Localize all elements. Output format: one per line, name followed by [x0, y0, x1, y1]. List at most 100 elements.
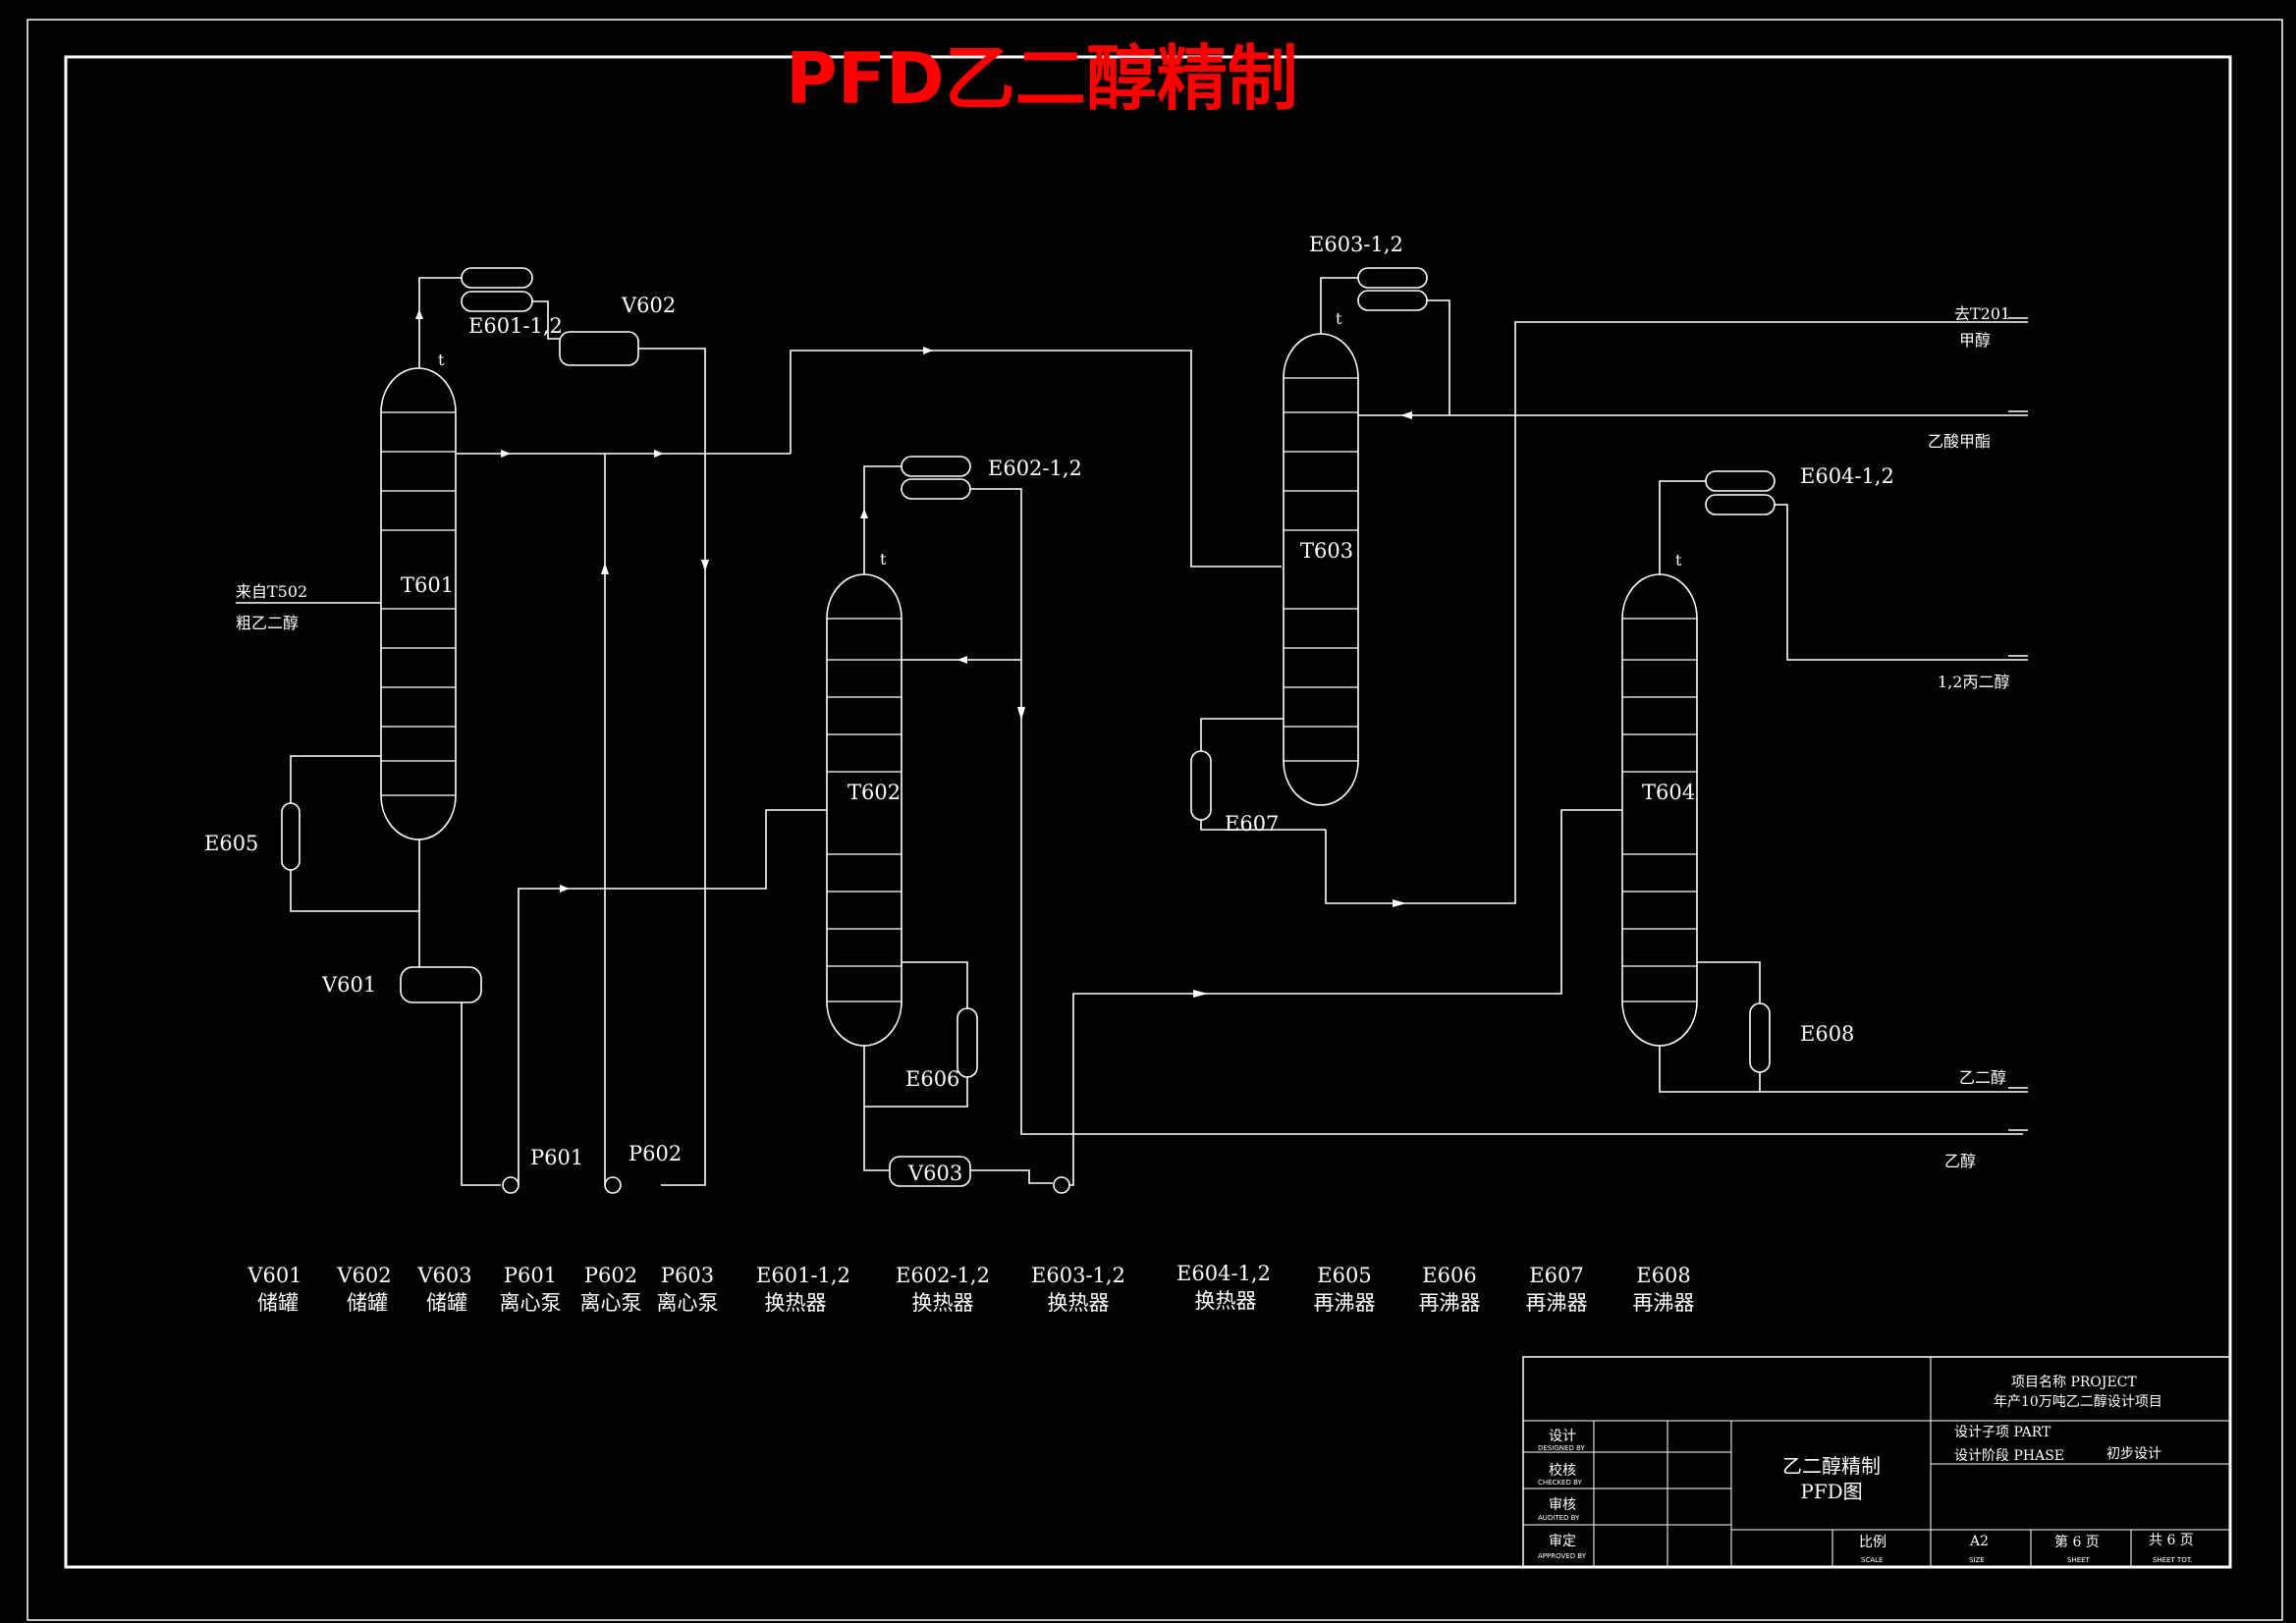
column-t604: [1621, 573, 1698, 1047]
svg-text:SCALE: SCALE: [1861, 1556, 1883, 1564]
total-value: 共 6 页: [2149, 1533, 2194, 1548]
svg-text:DESIGNED BY: DESIGNED BY: [1538, 1444, 1585, 1452]
scale-label: 比例: [1859, 1535, 1886, 1550]
svg-text:离心泵: 离心泵: [580, 1291, 642, 1315]
label-e602: E602-1,2: [988, 457, 1082, 480]
label-p601: P601: [530, 1146, 583, 1169]
svg-text:离心泵: 离心泵: [657, 1291, 719, 1315]
svg-text:APPROVED BY: APPROVED BY: [1538, 1552, 1587, 1560]
sheet-value: 第 6 页: [2054, 1534, 2100, 1550]
label-e604: E604-1,2: [1800, 464, 1894, 488]
svg-text:换热器: 换热器: [765, 1291, 827, 1315]
exchanger-e601: [461, 267, 533, 312]
label-v602: V602: [621, 294, 676, 317]
legend-item: P603 离心泵: [657, 1264, 719, 1315]
svg-text:AUDITED BY: AUDITED BY: [1538, 1514, 1580, 1522]
drawing-title-1: 乙二醇精制: [1782, 1454, 1881, 1478]
svg-text:E602-1,2: E602-1,2: [896, 1264, 990, 1287]
label-propanediol: 1,2丙二醇: [1938, 673, 2009, 691]
svg-text:t: t: [438, 351, 445, 369]
svg-text:t: t: [1675, 551, 1682, 569]
pump-p602: [604, 1176, 622, 1194]
pump-p603: [1053, 1176, 1070, 1194]
label-ethylene-glycol: 乙二醇: [1959, 1068, 2006, 1087]
svg-text:P601: P601: [504, 1264, 557, 1287]
part-label: 设计子项 PART: [1954, 1425, 2051, 1440]
svg-text:CHECKED BY: CHECKED BY: [1538, 1479, 1583, 1487]
svg-text:P603: P603: [661, 1264, 714, 1287]
svg-text:E607: E607: [1529, 1264, 1583, 1287]
svg-text:V602: V602: [336, 1264, 391, 1287]
label-e607: E607: [1225, 812, 1279, 836]
svg-text:换热器: 换热器: [1048, 1291, 1110, 1315]
legend-item: E602-1,2 换热器: [896, 1264, 990, 1315]
audited-label: 审核: [1549, 1497, 1576, 1513]
label-ethanol: 乙醇: [1944, 1152, 1976, 1170]
column-t601: [380, 367, 457, 840]
designed-label: 设计: [1549, 1429, 1576, 1444]
svg-text:SIZE: SIZE: [1969, 1556, 1985, 1564]
label-e601: E601-1,2: [468, 314, 563, 338]
exchanger-e602: [901, 456, 971, 500]
svg-text:SHEET: SHEET: [2067, 1556, 2091, 1564]
svg-text:再沸器: 再沸器: [1633, 1291, 1695, 1315]
label-methanol: 甲醇: [1959, 331, 1991, 350]
pump-p601: [502, 1176, 519, 1194]
reboiler-e608: [1749, 1002, 1771, 1073]
legend-item: E601-1,2 换热器: [756, 1264, 850, 1315]
label-t601: T601: [401, 573, 454, 597]
label-methyl-acetate: 乙酸甲酯: [1928, 432, 1991, 451]
svg-text:V603: V603: [416, 1264, 471, 1287]
legend-item: E608 再沸器: [1633, 1264, 1695, 1315]
vessel-v601: [400, 966, 482, 1003]
vessel-v603: [889, 1156, 971, 1187]
column-t602: [826, 573, 902, 1047]
svg-text:t: t: [880, 550, 887, 568]
exchanger-e604: [1705, 470, 1776, 515]
drawing-title-2: PFD图: [1800, 1480, 1862, 1503]
svg-text:t: t: [1336, 309, 1342, 328]
label-e608: E608: [1800, 1022, 1854, 1046]
svg-text:储罐: 储罐: [257, 1291, 299, 1315]
inner-frame: [64, 55, 2232, 1569]
checked-label: 校核: [1549, 1462, 1576, 1479]
svg-text:E605: E605: [1317, 1264, 1371, 1287]
outer-frame: [27, 19, 2283, 1621]
exchanger-e603: [1357, 267, 1428, 311]
size-value: A2: [1969, 1534, 1989, 1549]
project-value: 年产10万吨乙二醇设计项目: [1994, 1393, 2162, 1410]
svg-text:储罐: 储罐: [347, 1291, 388, 1315]
svg-text:再沸器: 再沸器: [1419, 1291, 1481, 1315]
label-p602: P602: [629, 1142, 682, 1165]
label-t602: T602: [847, 781, 901, 804]
reboiler-e605: [281, 802, 301, 871]
label-v603: V603: [907, 1162, 962, 1185]
svg-text:再沸器: 再沸器: [1526, 1291, 1588, 1315]
svg-text:换热器: 换热器: [1195, 1289, 1257, 1313]
label-t604: T604: [1642, 781, 1695, 804]
label-e605: E605: [204, 832, 258, 855]
label-to-t201: 去T201: [1954, 304, 2010, 323]
svg-text:V601: V601: [246, 1264, 301, 1287]
label-e603: E603-1,2: [1309, 233, 1403, 256]
svg-text:E608: E608: [1636, 1264, 1690, 1287]
reboiler-e607: [1190, 750, 1212, 821]
label-v601: V601: [321, 973, 376, 997]
svg-text:换热器: 换热器: [912, 1291, 974, 1315]
label-e606: E606: [905, 1067, 959, 1091]
svg-text:E601-1,2: E601-1,2: [756, 1264, 850, 1287]
column-t603: [1283, 333, 1359, 806]
label-feed-1: 来自T502: [236, 582, 307, 601]
label-feed-2: 粗乙二醇: [236, 614, 299, 632]
phase-label: 设计阶段 PHASE: [1954, 1448, 2064, 1464]
phase-value: 初步设计: [2106, 1445, 2161, 1462]
svg-text:SHEET TOT.: SHEET TOT.: [2153, 1556, 2193, 1564]
svg-text:E606: E606: [1422, 1264, 1476, 1287]
